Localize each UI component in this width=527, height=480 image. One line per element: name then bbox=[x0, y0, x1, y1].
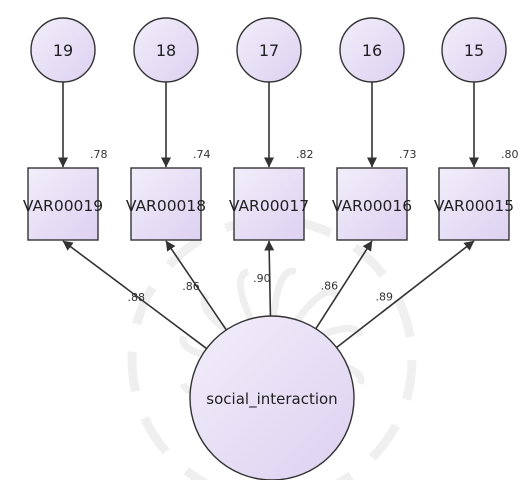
indicator-label: VAR00018 bbox=[126, 197, 206, 215]
error-node[interactable] bbox=[441, 17, 507, 83]
error-node[interactable] bbox=[236, 17, 302, 83]
indicator-box[interactable] bbox=[336, 167, 408, 241]
loading-label: .90 bbox=[253, 272, 271, 285]
indicator-label: VAR00017 bbox=[229, 197, 309, 215]
r-squared-label: .82 bbox=[296, 148, 314, 161]
r-squared-label: .73 bbox=[399, 148, 417, 161]
indicator-label: VAR00015 bbox=[434, 197, 514, 215]
loading-label: .88 bbox=[128, 291, 146, 304]
error-label: 16 bbox=[362, 41, 382, 60]
indicator-label: VAR00019 bbox=[23, 197, 103, 215]
indicator-box[interactable] bbox=[130, 167, 202, 241]
loading-arrow bbox=[165, 240, 227, 331]
r-squared-label: .80 bbox=[501, 148, 519, 161]
r-squared-label: .74 bbox=[193, 148, 211, 161]
error-label: 17 bbox=[259, 41, 279, 60]
error-node[interactable] bbox=[339, 17, 405, 83]
error-label: 18 bbox=[156, 41, 176, 60]
indicator-box[interactable] bbox=[27, 167, 99, 241]
indicator-box[interactable] bbox=[438, 167, 510, 241]
error-label: 15 bbox=[464, 41, 484, 60]
error-node[interactable] bbox=[133, 17, 199, 83]
r-squared-label: .78 bbox=[90, 148, 108, 161]
loading-arrow bbox=[315, 240, 373, 330]
loading-label: .86 bbox=[321, 279, 339, 292]
loading-arrow bbox=[264, 240, 275, 317]
indicator-box[interactable] bbox=[233, 167, 305, 241]
loading-label: .89 bbox=[376, 290, 394, 303]
indicator-label: VAR00016 bbox=[332, 197, 412, 215]
error-label: 19 bbox=[53, 41, 73, 60]
watermark-ring bbox=[127, 215, 417, 480]
loading-arrow bbox=[336, 240, 475, 349]
error-node[interactable] bbox=[30, 17, 96, 83]
loading-label: .86 bbox=[182, 280, 200, 293]
latent-node[interactable] bbox=[189, 315, 355, 480]
loading-arrow bbox=[62, 240, 208, 350]
latent-label: social_interaction bbox=[206, 390, 337, 409]
